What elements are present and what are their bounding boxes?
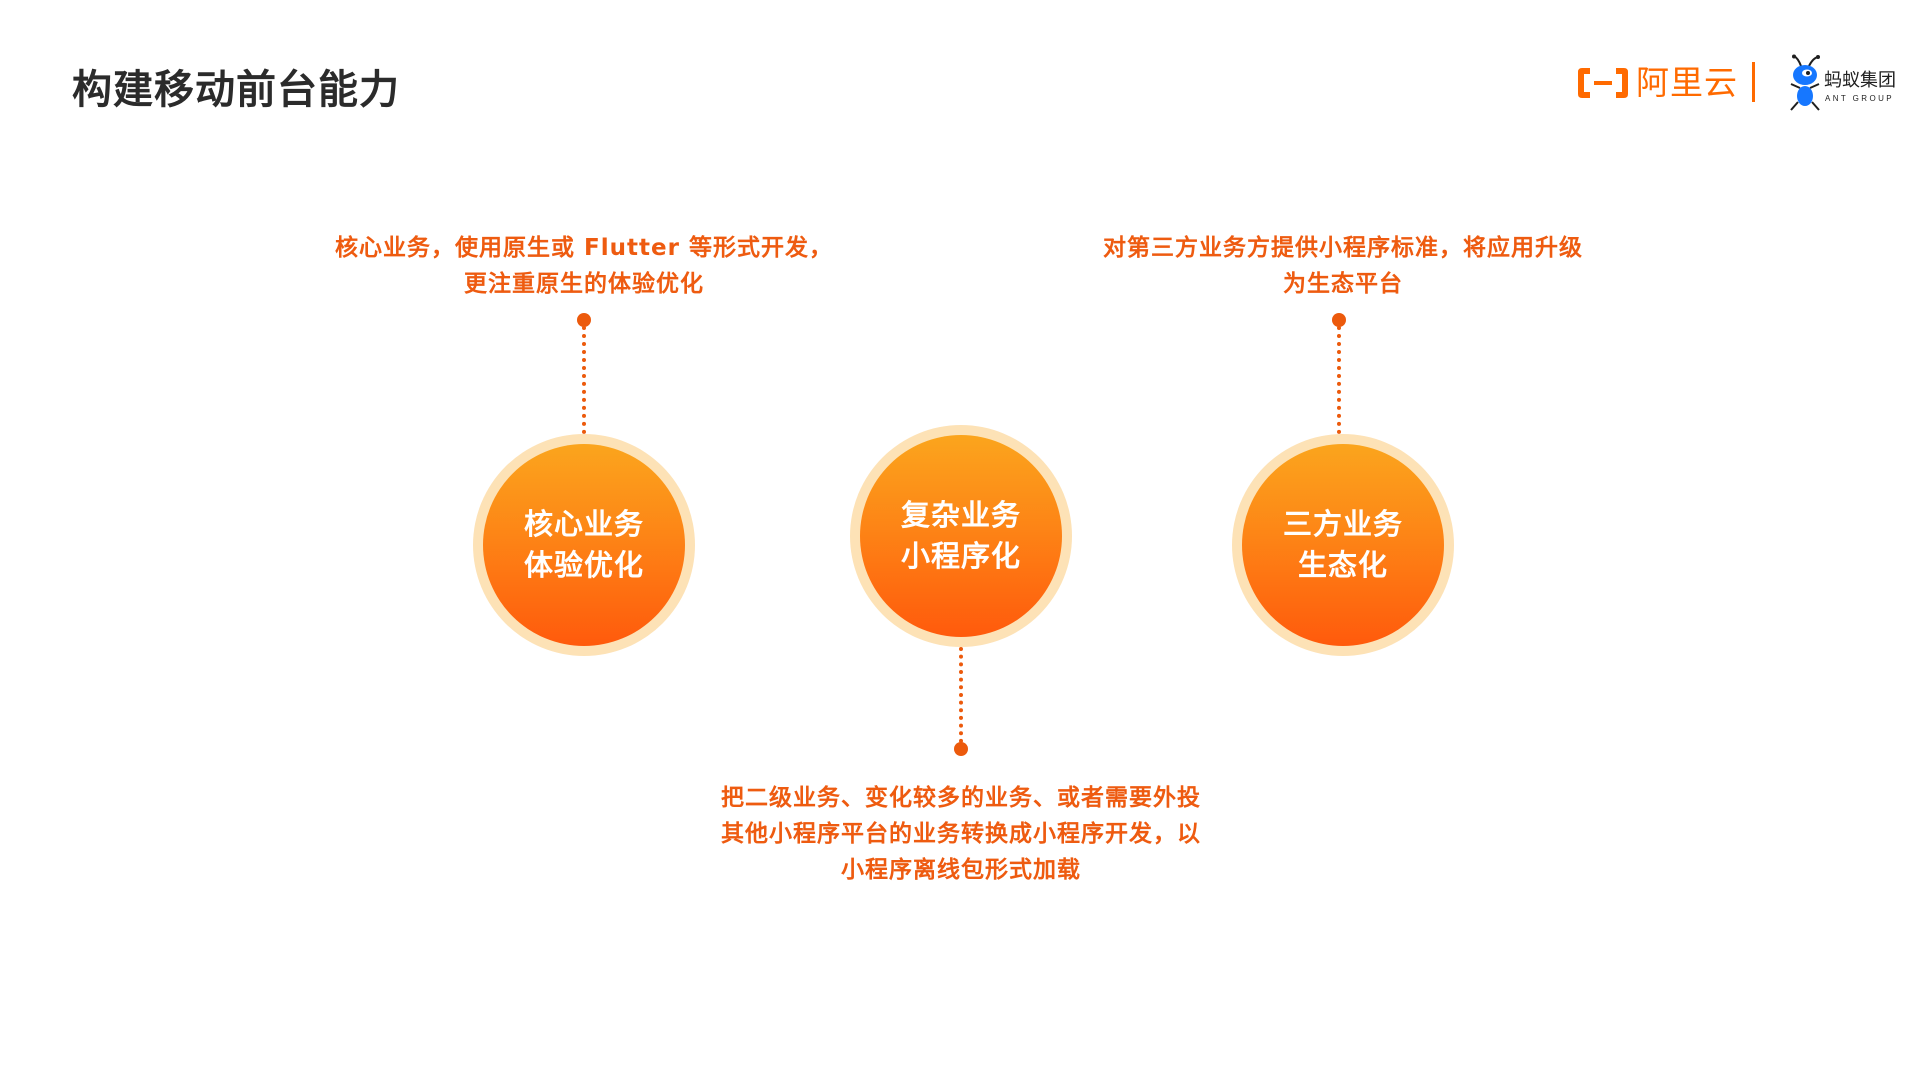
slide-title: 构建移动前台能力	[72, 67, 400, 113]
annotation-third-party-line-1: 对第三方业务方提供小程序标准，将应用升级	[1103, 235, 1583, 261]
aliyun-logo: 阿里云	[1576, 64, 1738, 102]
annotation-core-line-2: 更注重原生的体验优化	[464, 271, 704, 297]
connector-line-complex	[959, 647, 963, 743]
annotation-complex: 把二级业务、变化较多的业务、或者需要外投 其他小程序平台的业务转换成小程序开发，…	[661, 780, 1261, 888]
annotation-complex-line-1: 把二级业务、变化较多的业务、或者需要外投	[721, 785, 1201, 811]
node-third-party-business-fill: 三方业务 生态化	[1242, 444, 1444, 646]
node-core-line-1: 核心业务	[523, 507, 644, 541]
aliyun-bracket-icon	[1578, 68, 1628, 98]
node-complex-line-2: 小程序化	[900, 539, 1021, 573]
ant-group-logo: 蚂蚁集团 ANT GROUP	[1788, 54, 1918, 112]
connector-dot-complex	[954, 742, 968, 756]
aliyun-logo-text: 阿里云	[1636, 63, 1738, 102]
ant-group-logo-text-cn: 蚂蚁集团	[1824, 70, 1896, 91]
annotation-complex-line-2: 其他小程序平台的业务转换成小程序开发，以	[721, 821, 1201, 847]
node-third-party-line-1: 三方业务	[1282, 507, 1403, 541]
annotation-complex-line-3: 小程序离线包形式加载	[841, 857, 1081, 883]
node-complex-line-1: 复杂业务	[900, 498, 1021, 532]
node-core-business-fill: 核心业务 体验优化	[483, 444, 685, 646]
ant-mascot-icon	[1790, 54, 1820, 111]
node-core-business: 核心业务 体验优化	[473, 434, 695, 656]
annotation-core: 核心业务，使用原生或 Flutter 等形式开发， 更注重原生的体验优化	[284, 230, 884, 302]
connector-line-core	[582, 326, 586, 434]
connector-dot-core	[577, 313, 591, 327]
node-third-party-line-2: 生态化	[1297, 548, 1388, 582]
annotation-third-party-line-2: 为生态平台	[1283, 271, 1403, 297]
ant-group-logo-text-en: ANT GROUP	[1825, 94, 1895, 103]
annotation-third-party: 对第三方业务方提供小程序标准，将应用升级 为生态平台	[1043, 230, 1643, 302]
annotation-core-line-1: 核心业务，使用原生或 Flutter 等形式开发，	[335, 235, 833, 261]
node-third-party-business: 三方业务 生态化	[1232, 434, 1454, 656]
connector-line-third-party	[1337, 326, 1341, 434]
logo-divider	[1752, 62, 1755, 102]
node-complex-business: 复杂业务 小程序化	[850, 425, 1072, 647]
connector-dot-third-party	[1332, 313, 1346, 327]
node-core-line-2: 体验优化	[523, 548, 644, 582]
node-complex-business-fill: 复杂业务 小程序化	[860, 435, 1062, 637]
